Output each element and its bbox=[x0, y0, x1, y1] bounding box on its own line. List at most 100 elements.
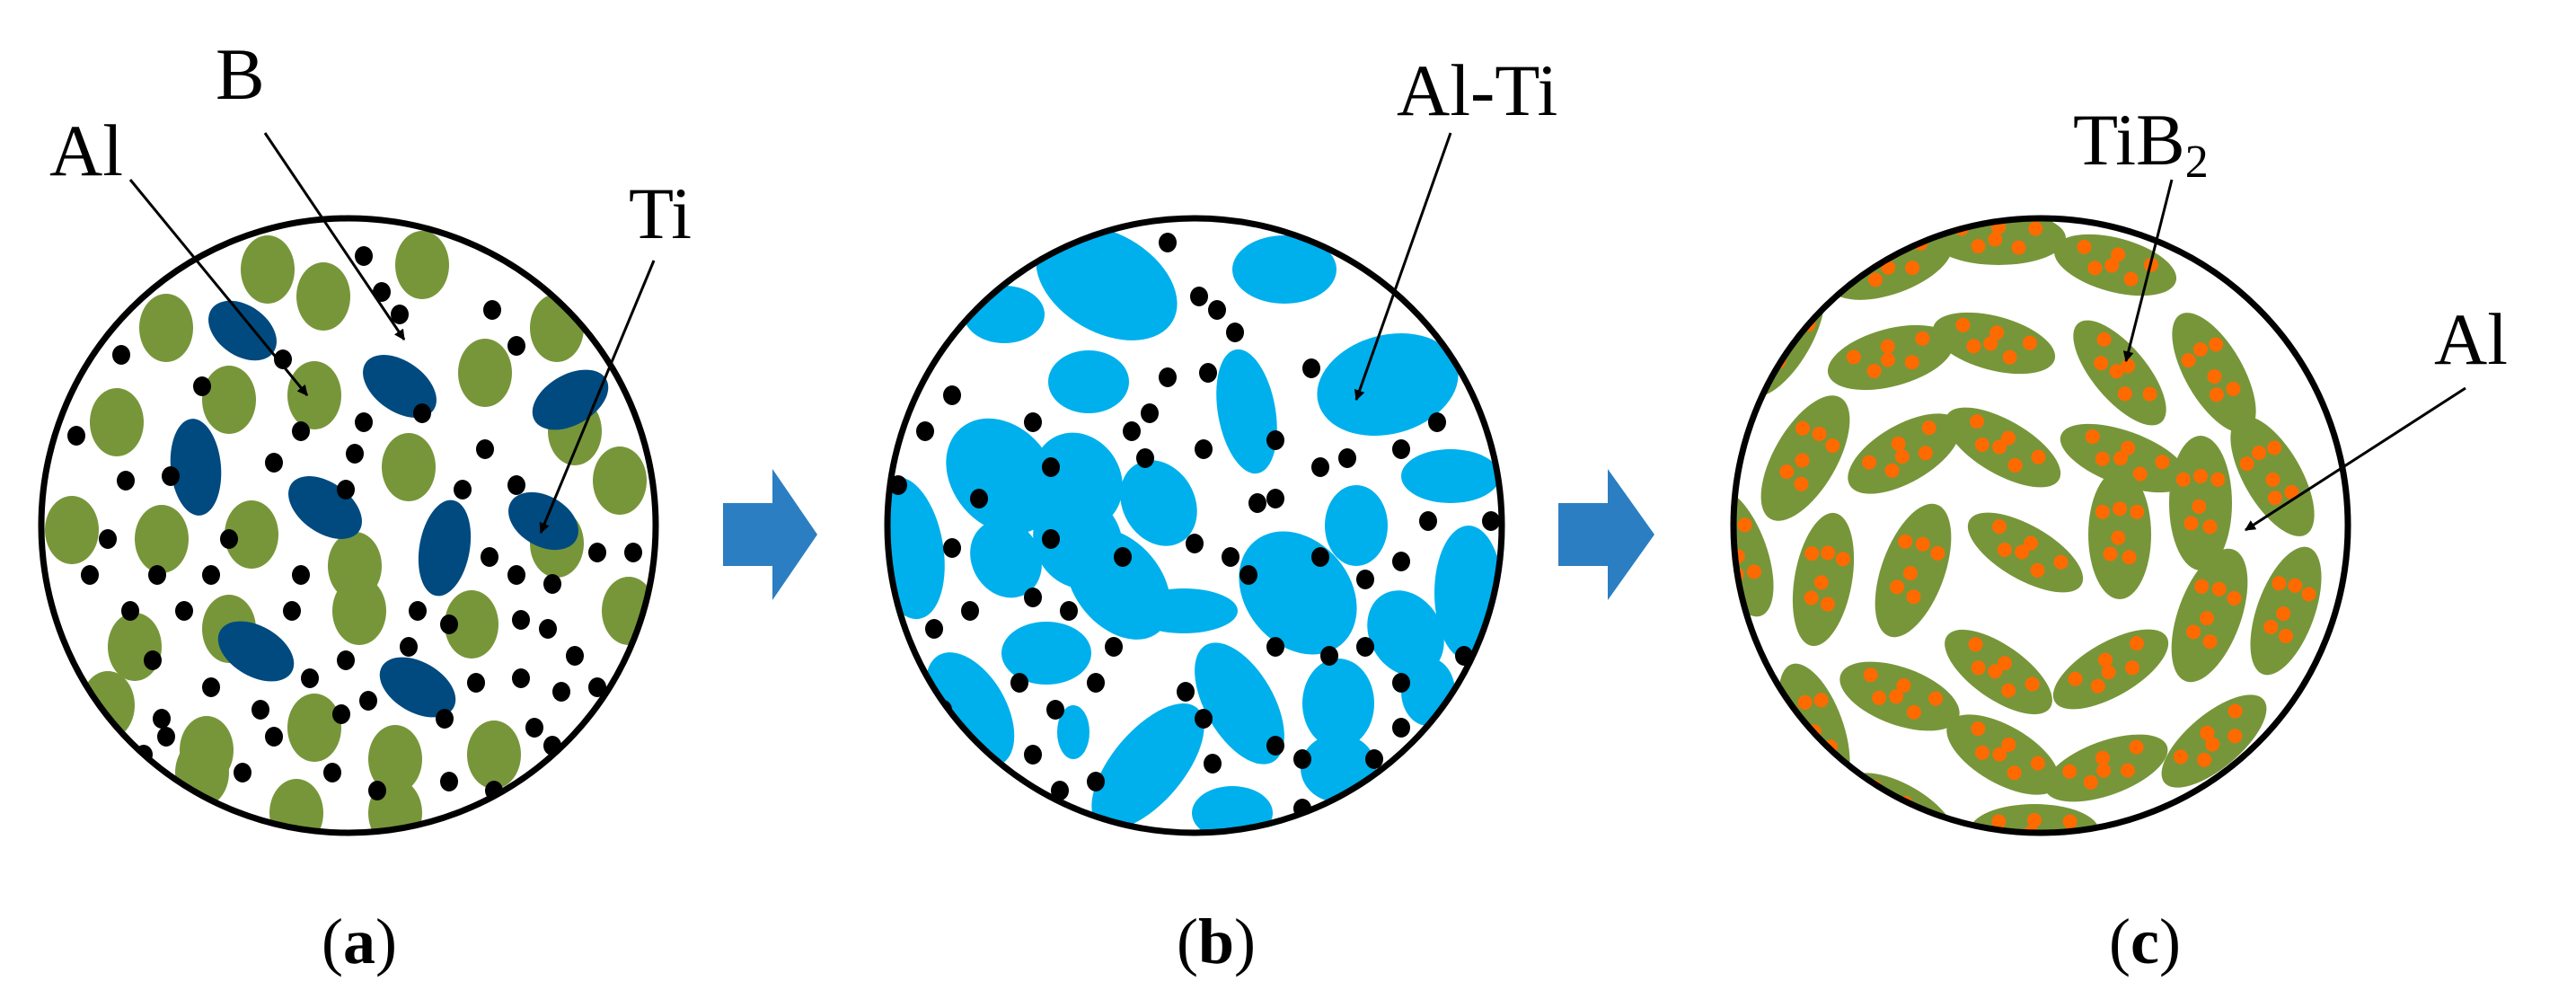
b-particle bbox=[624, 543, 642, 562]
b-particle bbox=[409, 601, 427, 621]
b-particle bbox=[1482, 511, 1500, 531]
tib2-particle bbox=[2193, 469, 2208, 483]
alti-particle bbox=[1130, 588, 1238, 633]
tib2-particle bbox=[2002, 349, 2017, 365]
al-particle bbox=[45, 496, 99, 564]
b-particle bbox=[507, 475, 525, 495]
tib2-particle bbox=[2173, 749, 2188, 765]
panel-a-caption: (a) bbox=[322, 906, 397, 977]
alti-particle bbox=[1302, 659, 1374, 748]
tib2-particle bbox=[2181, 353, 2196, 368]
tib2-particle bbox=[2031, 449, 2046, 464]
al-particle bbox=[202, 366, 256, 434]
tib2-particle bbox=[2183, 516, 2199, 531]
tib2-particle bbox=[2101, 665, 2116, 680]
tib2-particle bbox=[2211, 581, 2227, 597]
tib2-particle bbox=[2095, 504, 2110, 519]
tib2-particle bbox=[1930, 545, 1945, 561]
al-particle bbox=[395, 231, 449, 299]
b-particle bbox=[1010, 673, 1028, 693]
ti-particle bbox=[418, 500, 472, 597]
b-particle bbox=[274, 349, 292, 369]
tib2-particle bbox=[2117, 386, 2132, 402]
b-particle bbox=[202, 677, 220, 697]
tib2-particle bbox=[1928, 691, 1943, 706]
al-particle bbox=[382, 433, 436, 501]
tib2-particle bbox=[2228, 729, 2243, 744]
tib2-particle bbox=[2062, 764, 2078, 779]
tib2-particle bbox=[2011, 240, 2026, 255]
b-particle bbox=[1141, 403, 1159, 423]
tib2-particle bbox=[1872, 803, 1886, 818]
tib2-particle bbox=[1971, 660, 1986, 676]
b-particle bbox=[292, 565, 310, 585]
tib2-particle bbox=[2129, 739, 2144, 755]
tib2-particle bbox=[1898, 534, 1913, 549]
al-grain bbox=[1741, 277, 1825, 397]
panel-c-pointer-tib2 bbox=[2122, 179, 2174, 363]
b-particle bbox=[157, 727, 175, 747]
ti-particle bbox=[170, 419, 222, 516]
tib2-particle bbox=[2263, 619, 2279, 634]
alti-particle bbox=[1367, 590, 1444, 676]
b-particle bbox=[265, 727, 283, 747]
b-particle bbox=[916, 421, 934, 441]
tib2-particle bbox=[1847, 261, 1861, 275]
ti-particle bbox=[508, 491, 578, 551]
tib2-particle bbox=[1915, 331, 1930, 346]
b-particle bbox=[1347, 808, 1365, 827]
b-particle bbox=[153, 709, 171, 729]
b-particle bbox=[1356, 570, 1374, 589]
ti-particle bbox=[379, 657, 456, 718]
tib2-particle bbox=[1903, 824, 1919, 833]
tib2-particle bbox=[2197, 752, 2212, 767]
alti-particle bbox=[1325, 485, 1388, 566]
b-particle bbox=[1266, 430, 1284, 450]
b-particle bbox=[483, 300, 501, 320]
panel-c-particles bbox=[1734, 218, 2322, 833]
tib2-particle bbox=[1772, 332, 1787, 347]
b-particle bbox=[400, 637, 418, 657]
tib2-particle bbox=[1992, 439, 2007, 455]
panel-a-label-al: Al bbox=[49, 110, 123, 191]
tib2-particle bbox=[1997, 656, 2012, 671]
b-particle bbox=[1293, 749, 1311, 769]
tib2-particle bbox=[2284, 484, 2299, 500]
al-particle bbox=[287, 694, 341, 762]
tib2-particle bbox=[1966, 339, 1981, 354]
tib2-particle bbox=[2083, 774, 2098, 790]
b-particle bbox=[148, 565, 166, 585]
tib2-particle bbox=[2205, 737, 2220, 752]
b-particle bbox=[440, 614, 458, 634]
tib2-particle bbox=[2024, 535, 2038, 551]
b-particle bbox=[1114, 547, 1132, 567]
tib2-particle bbox=[1804, 546, 1820, 561]
tib2-particle bbox=[1894, 449, 1910, 464]
b-particle bbox=[1042, 224, 1060, 243]
alti-particle bbox=[1232, 235, 1337, 304]
tib2-particle bbox=[2111, 530, 2126, 545]
b-particle bbox=[961, 601, 979, 621]
tib2-particle bbox=[2094, 356, 2109, 371]
b-particle bbox=[1311, 457, 1329, 477]
tib2-particle bbox=[1813, 693, 1829, 708]
tib2-particle bbox=[1884, 463, 1900, 478]
b-particle bbox=[99, 529, 117, 549]
tib2-particle bbox=[2252, 446, 2266, 460]
b-particle bbox=[355, 246, 373, 266]
b-particle bbox=[440, 772, 458, 791]
b-particle bbox=[525, 718, 543, 738]
b-particle bbox=[1428, 727, 1446, 747]
b-particle bbox=[1024, 745, 1042, 765]
tib2-particle bbox=[2121, 358, 2136, 374]
b-particle bbox=[1320, 646, 1338, 666]
b-particle bbox=[588, 543, 606, 562]
tib2-particle bbox=[2272, 576, 2287, 591]
tib2-particle bbox=[1955, 317, 1971, 332]
b-particle bbox=[1392, 673, 1410, 693]
panel-b: Al-Ti (b) bbox=[884, 49, 1557, 977]
b-particle bbox=[552, 682, 570, 702]
alti-particle bbox=[887, 476, 945, 620]
b-particle bbox=[543, 574, 561, 594]
